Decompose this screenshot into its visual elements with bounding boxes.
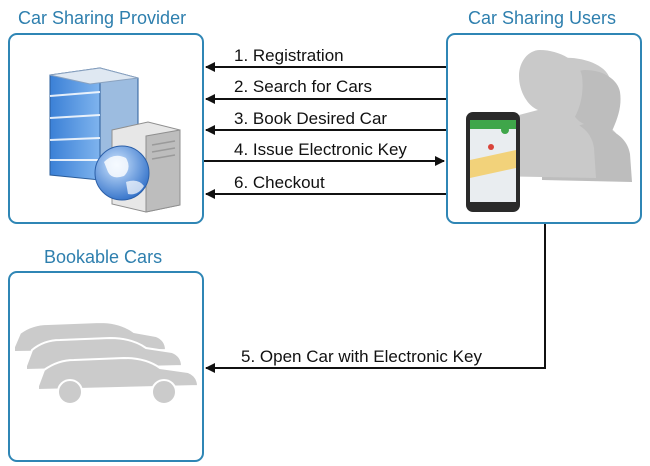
users-title: Car Sharing Users [468,8,617,28]
step-arrows [204,62,546,373]
step-label-issue-key: 4. Issue Electronic Key [234,140,407,159]
step-label-checkout: 6. Checkout [234,173,325,192]
cars-title: Bookable Cars [44,247,163,267]
arrow-open-car [205,224,546,373]
people-silhouette-icon [489,50,632,182]
step-label-book: 3. Book Desired Car [234,109,387,128]
globe-icon [94,145,150,201]
provider-title: Car Sharing Provider [18,8,187,28]
step-label-registration: 1. Registration [234,46,344,65]
car-silhouette-icon [13,320,200,405]
smartphone-icon [466,112,520,212]
step-label-search: 2. Search for Cars [234,77,372,96]
step-label-open-car: 5. Open Car with Electronic Key [241,347,482,366]
